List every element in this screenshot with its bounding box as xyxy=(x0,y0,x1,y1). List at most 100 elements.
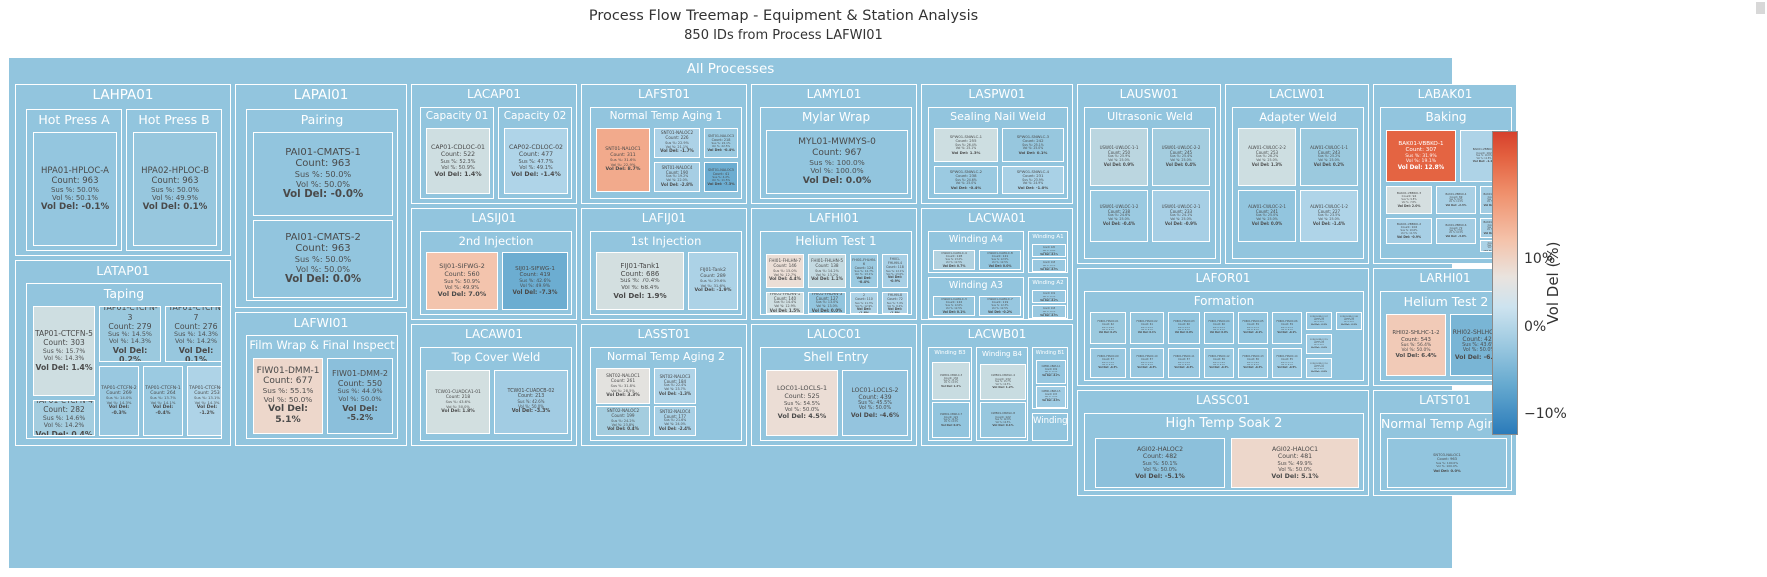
treemap-leaf[interactable]: SPW01-SNWLC-3Count: 242Sus %: 25.1%Vol %… xyxy=(1002,128,1064,162)
treemap-group-lacwb01[interactable]: LACWB01Winding B3CWB01-CBWLC-3Count: 132… xyxy=(921,324,1073,446)
treemap-leaf[interactable]: TAP01-CTCFN-7Count: 276Sus %: 14.3%Vol %… xyxy=(165,306,221,362)
treemap-leaf[interactable]: TCW01-CUADCA1-01Count: 218Sus %: 43.6%Vo… xyxy=(426,370,490,434)
treemap-station[interactable]: Shell EntryLOC01-LOCLS-1Count: 525Sus %:… xyxy=(760,347,912,441)
treemap-group-latst01[interactable]: LATST01Normal Temp Aging 3SNT03-NALOC1Co… xyxy=(1373,390,1517,496)
treemap-leaf[interactable]: USW01-UWLOC-2-1Count: 233Sus %: 24.1%Vol… xyxy=(1152,190,1210,242)
treemap-station[interactable]: Winding A2CWA01-CAWLC-2Count: 119Sus %: … xyxy=(1028,277,1068,319)
treemap-leaf[interactable]: CWA01-CAWLC-7Count: 119Sus %: 12.3%Vol %… xyxy=(979,296,1021,316)
treemap-leaf[interactable]: CWA01-CAWLC-1Count: 120Sus %: 12.4%Vol %… xyxy=(1032,244,1066,257)
treemap-leaf[interactable]: ALW01-CWLOC-2-2Count: 253Sus %: 26.2%Vol… xyxy=(1238,128,1296,186)
treemap-station[interactable]: 1st InjectionFIJ01-Tank1Count: 686Sus %:… xyxy=(590,231,742,315)
treemap-leaf[interactable]: FHI01-FHLHN-8Count: 72Sus %: 7.4%Vol %: … xyxy=(882,292,908,314)
treemap-leaf[interactable]: SNT01-NALOC2Count: 226Sus %: 22.9%Vol %:… xyxy=(654,128,700,158)
treemap-leaf[interactable]: SPW01-SNWLC-1Count: 255Sus %: 26.4%Vol %… xyxy=(934,128,998,162)
treemap-leaf[interactable]: ALW01-CWLOC-1-1Count: 243Sus %: 25.2%Vol… xyxy=(1300,128,1358,186)
treemap-leaf[interactable]: AGI02-HALOC1Count: 481Sus %: 49.9%Vol %:… xyxy=(1231,438,1359,488)
treemap-leaf[interactable]: FOR01-FMLOC-01Count: 62Sus %: 6.4%Vol %:… xyxy=(1090,312,1126,344)
treemap-leaf[interactable]: PAI01-CMATS-2Count: 963Sus %: 50.0%Vol %… xyxy=(253,220,393,298)
treemap-leaf[interactable]: ALW01-CWLOC-2-1Count: 241Sus %: 25.0%Vol… xyxy=(1238,190,1296,242)
treemap-station[interactable]: Adapter WeldALW01-CWLOC-2-2Count: 253Sus… xyxy=(1232,107,1364,259)
treemap-leaf[interactable]: TCW01-CUADCB-02Count: 213Sus %: 42.6%Vol… xyxy=(494,370,568,434)
treemap-leaf[interactable]: BAK01-VBBKO-3Count: 94Sus %: 9.8%Vol %: … xyxy=(1386,186,1432,214)
treemap-group-lapai01[interactable]: LAPAI01PairingPAI01-CMATS-1Count: 963Sus… xyxy=(235,84,407,308)
treemap-station[interactable]: Capacity 01CAP01-CDLOC-01Count: 522Sus %… xyxy=(420,107,494,199)
treemap-group-lafij01[interactable]: LAFIJ011st InjectionFIJ01-Tank1Count: 68… xyxy=(581,208,747,320)
treemap-leaf[interactable]: SPW01-SNWLC-2Count: 238Sus %: 24.6%Vol %… xyxy=(934,166,998,194)
treemap-station[interactable]: Helium Test 2RHI02-SHLHC-1-2Count: 543Su… xyxy=(1380,291,1512,381)
treemap-leaf[interactable]: TAP01-CTCFN-2Count: 269Sus %: 14.0%Vol %… xyxy=(99,366,139,436)
treemap-leaf[interactable]: SIJ01-SIFWG-2Count: 560Sus %: 50.9%Vol %… xyxy=(426,252,498,310)
treemap-leaf[interactable]: TAP01-CTCFN-6Count: 253Sus %: 13.1%Vol %… xyxy=(187,366,221,436)
treemap-leaf[interactable]: CWB01-CBWLC-4Count: 132Sus %: 13.7%Vol %… xyxy=(980,364,1026,400)
treemap-group-lafst01[interactable]: LAFST01Normal Temp Aging 1SNT01-NALOC1Co… xyxy=(581,84,747,204)
treemap-group-lafor01[interactable]: LAFOR01FormationFOR01-FMLOC-01Count: 62S… xyxy=(1077,268,1369,386)
treemap-leaf[interactable]: FOR01-FMLOC-05Count: 59Sus %: 6.1%Vol %:… xyxy=(1238,312,1268,344)
treemap-leaf[interactable]: CAP01-CDLOC-01Count: 522Sus %: 52.3%Vol … xyxy=(426,128,490,194)
treemap-leaf[interactable]: FIW01-DMM-2Count: 550Sus %: 44.9%Vol %: … xyxy=(327,358,393,434)
treemap-leaf[interactable]: ALW01-CWLOC-1-2Count: 227Sus %: 23.5%Vol… xyxy=(1300,190,1358,242)
treemap-station[interactable]: Winding B3CWB01-CBWLC-3Count: 132Sus %: … xyxy=(928,347,972,441)
treemap-station[interactable]: Normal Temp Aging 3SNT03-NALOC1Count: 96… xyxy=(1380,413,1512,491)
treemap-leaf[interactable]: BAK01-VBBKO-4Count: 89Sus %: 9.2%Vol %: … xyxy=(1436,186,1476,214)
treemap-leaf[interactable]: CWA01-CAWLC-5Count: 118Sus %: 12.2%Vol %… xyxy=(1032,259,1066,272)
treemap-leaf[interactable]: FOR01-FMLOC-04Count: 60Sus %: 6.2%Vol %:… xyxy=(1204,312,1234,344)
treemap-station[interactable]: Hot Press BHPA02-HPLOC-BCount: 963Sus %:… xyxy=(126,109,222,251)
treemap-leaf[interactable]: BAK01-VBBKO-6Count: 72Sus %: 7.5%Vol %: … xyxy=(1436,218,1476,244)
treemap-leaf[interactable]: RHI02-SHLHC-1-2Count: 543Sus %: 56.4%Vol… xyxy=(1386,314,1446,376)
treemap-leaf[interactable]: FOR01-FMLOC-02Count: 61Sus %: 6.3%Vol %:… xyxy=(1130,312,1164,344)
treemap-leaf[interactable]: PAI01-CMATS-1Count: 963Sus %: 50.0%Vol %… xyxy=(253,132,393,216)
treemap-leaf[interactable]: CAP02-CDLOC-02Count: 477Sus %: 47.7%Vol … xyxy=(504,128,568,194)
treemap-leaf[interactable]: FOR01-FMLOC-06Count: 59Sus %: 6.1%Vol %:… xyxy=(1272,312,1302,344)
treemap-leaf[interactable]: USW01-UWLOC-2-2Count: 245Sus %: 25.4%Vol… xyxy=(1152,128,1210,186)
treemap-leaf[interactable]: FOR01-FMLOC-08Count: 58Sus %: 6.0%Vol %:… xyxy=(1336,312,1362,330)
treemap-group-laspw01[interactable]: LASPW01Sealing Nail WeldSPW01-SNWLC-1Cou… xyxy=(921,84,1073,204)
treemap-leaf[interactable]: TAP01-CTCFN-1Count: 264Sus %: 13.7%Vol %… xyxy=(143,366,183,436)
treemap-station[interactable]: Winding A4CWA01-CAWLC-4Count: 128Sus %: … xyxy=(928,231,1024,273)
treemap-leaf[interactable]: CWA01-CAWLC-8Count: 121Sus %: 12.5%Vol %… xyxy=(979,250,1021,270)
treemap-leaf[interactable]: FHI01-FHLHN-1Count: 140Sus %: 14.4%Vol %… xyxy=(766,292,804,314)
treemap-leaf[interactable]: USW01-UWLOC-1-2Count: 238Sus %: 24.6%Vol… xyxy=(1090,190,1148,242)
treemap-leaf[interactable]: SNT01-NALOC5Count: 41Sus %: 4.2%Vol %: 1… xyxy=(704,162,738,192)
treemap-group-lacaw01[interactable]: LACAW01Top Cover WeldTCW01-CUADCA1-01Cou… xyxy=(411,324,577,446)
treemap-leaf[interactable]: CWA01-CAWLC-6Count: 118Sus %: 12.2%Vol %… xyxy=(1032,305,1066,318)
treemap-leaf[interactable]: LOC01-LOCLS-2Count: 439Sus %: 45.5%Vol %… xyxy=(842,370,908,436)
treemap-leaf[interactable]: FHI01-FHLHN-5Count: 138Sus %: 14.2%Vol %… xyxy=(808,254,846,288)
treemap-station[interactable]: Capacity 02CAP02-CDLOC-02Count: 477Sus %… xyxy=(498,107,572,199)
treemap-group-laloc01[interactable]: LALOC01Shell EntryLOC01-LOCLS-1Count: 52… xyxy=(751,324,917,446)
treemap-group-lafhi01[interactable]: LAFHI01Helium Test 1FHI01-FHLHN-7Count: … xyxy=(751,208,917,320)
treemap-station[interactable]: Winding B1CWB01-CBWLC-1Count: 119Sus %: … xyxy=(1032,347,1068,409)
treemap-leaf[interactable]: TAP01-CTCFN-5Count: 303Sus %: 15.7%Vol %… xyxy=(33,306,95,396)
treemap-leaf[interactable]: FHI01-FHLHN-4Count: 118Sus %: 12.1%Vol %… xyxy=(882,254,908,288)
treemap-leaf[interactable]: FIJ01-Tank2Count: 289Sus %: 29.6%Vol %: … xyxy=(688,252,738,310)
treemap-leaf[interactable]: HPA01-HPLOC-ACount: 963Sus %: 50.0%Vol %… xyxy=(33,132,117,246)
treemap-leaf[interactable]: TAP01-CTCFN-3Count: 279Sus %: 14.5%Vol %… xyxy=(99,306,161,362)
treemap-station[interactable]: Winding A1CWA01-CAWLC-1Count: 120Sus %: … xyxy=(1028,231,1068,273)
treemap-leaf[interactable]: CWB01-CBWLC-3Count: 132Sus %: 13.7%Vol %… xyxy=(932,362,970,400)
treemap-leaf[interactable]: FOR01-FMLOC-10Count: 57Sus %: 5.9%Vol %:… xyxy=(1130,348,1164,378)
treemap-leaf[interactable]: CWA01-CAWLC-4Count: 128Sus %: 13.2%Vol %… xyxy=(933,250,975,270)
treemap-leaf[interactable]: CWB01-CBWLC-1Count: 119Sus %: 12.3%Vol %… xyxy=(1036,360,1066,384)
treemap-leaf[interactable]: SNT03-NALOC1Count: 963Sus %: 100.0%Vol %… xyxy=(1387,438,1507,488)
treemap-station[interactable]: FormationFOR01-FMLOC-01Count: 62Sus %: 6… xyxy=(1084,291,1364,381)
treemap-group-lausw01[interactable]: LAUSW01Ultrasonic WeldUSW01-UWLOC-1-1Cou… xyxy=(1077,84,1221,264)
treemap-leaf[interactable]: CWB01-CBWLC-7Count: 121Sus %: 12.5%Vol %… xyxy=(932,402,970,438)
treemap-leaf[interactable]: FOR01-FMLOC-14Count: 55Sus %: 5.7%Vol %:… xyxy=(1272,348,1302,378)
treemap-group-lamyl01[interactable]: LAMYL01Mylar WrapMYL01-MWMYS-0Count: 967… xyxy=(751,84,917,204)
treemap-station[interactable]: 2nd InjectionSIJ01-SIFWG-2Count: 560Sus … xyxy=(420,231,572,315)
treemap-leaf[interactable]: CWB01-CBWLC-5Count: 115Sus %: 11.9%Vol %… xyxy=(1036,386,1066,408)
treemap-leaf[interactable]: SNT01-NALOC3Count: 218Sus %: 22.1%Vol %:… xyxy=(704,128,738,158)
treemap-leaf[interactable]: SIJ01-SIFWG-1Count: 419Sus %: 42.6%Vol %… xyxy=(502,252,568,310)
treemap-leaf[interactable]: FHI01-FHLHN-6Count: 124Sus %: 12.7%Vol %… xyxy=(850,254,878,288)
treemap-group-lasst01[interactable]: LASST01Normal Temp Aging 2SNT02-NALOC1Co… xyxy=(581,324,747,446)
treemap-leaf[interactable]: HPA02-HPLOC-BCount: 963Sus %: 50.0%Vol %… xyxy=(133,132,217,246)
treemap-leaf[interactable]: SNT01-NALOC1Count: 311Sus %: 31.6%Vol %:… xyxy=(596,128,650,192)
treemap-group-lacwa01[interactable]: LACWA01Winding A4CWA01-CAWLC-4Count: 128… xyxy=(921,208,1073,320)
treemap-leaf[interactable]: SPW01-SNWLC-4Count: 231Sus %: 23.9%Vol %… xyxy=(1002,166,1064,194)
treemap-leaf[interactable]: SNT01-NALOC4Count: 190Sus %: 19.2%Vol %:… xyxy=(654,162,700,192)
treemap-station[interactable]: Sealing Nail WeldSPW01-SNWLC-1Count: 255… xyxy=(928,107,1068,199)
treemap-station[interactable]: Top Cover WeldTCW01-CUADCA1-01Count: 218… xyxy=(420,347,572,441)
treemap-group-laclw01[interactable]: LACLW01Adapter WeldALW01-CWLOC-2-2Count:… xyxy=(1225,84,1369,264)
treemap-leaf[interactable]: FOR01-FMLOC-12Count: 56Sus %: 5.8%Vol %:… xyxy=(1204,348,1234,378)
treemap-group-lassc01[interactable]: LASSC01High Temp Soak 2AGI02-HALOC2Count… xyxy=(1077,390,1369,496)
treemap-leaf[interactable]: LOC01-LOCLS-1Count: 525Sus %: 54.5%Vol %… xyxy=(766,370,838,436)
